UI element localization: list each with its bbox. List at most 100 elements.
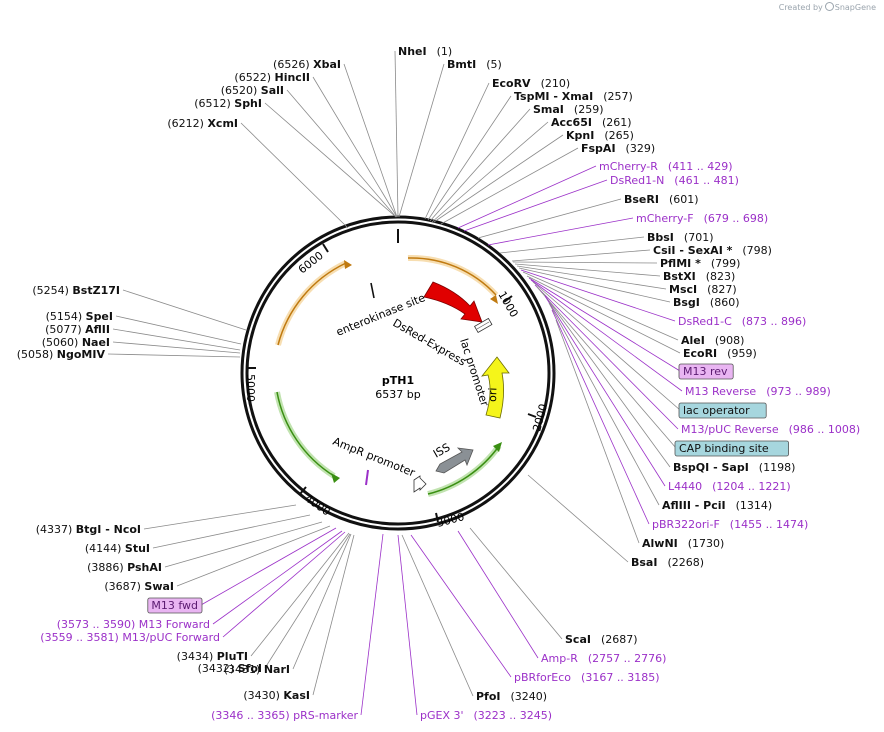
label-extra: - XmaI [550, 90, 594, 103]
label-name: M13/pUC Reverse [681, 423, 779, 436]
leader-line [152, 514, 311, 549]
label-name: PluTI [217, 650, 248, 663]
label-position: (3240) [511, 690, 548, 703]
leader-line [457, 530, 539, 659]
leader-line [536, 286, 677, 449]
label-position: (257) [603, 90, 633, 103]
label-position: (1198) [759, 461, 796, 474]
ampr-promoter-feature [413, 475, 427, 493]
site-label-site: SmaI(259) [533, 103, 604, 116]
label-name: CsiI [653, 244, 675, 257]
tick-3000 [435, 512, 439, 523]
label-name: NaeI [82, 336, 110, 349]
site-label-primer: DsRed1-N(461 .. 481) [610, 174, 739, 187]
leader-line [312, 534, 355, 696]
leader-line [522, 271, 679, 341]
label-name: pRS-marker [293, 709, 358, 722]
site-label-site: BstXI (823) [663, 270, 735, 283]
leader-line [112, 328, 241, 351]
label-name: BsaI [631, 556, 657, 569]
leader-line [312, 76, 398, 218]
label-position: (5077) [45, 323, 85, 336]
label-name: pBR322ori-F [652, 518, 720, 531]
label-position: (3167 .. 3185) [581, 671, 660, 684]
leader-line [551, 309, 650, 525]
label-position: (210) [541, 77, 571, 90]
label-position: (265) [604, 129, 634, 142]
label-name: FspAI [581, 142, 616, 155]
leader-line [528, 277, 681, 372]
leader-line [477, 198, 622, 239]
label-position: (1314) [736, 499, 773, 512]
site-label-primer: DsRed1-C(873 .. 896) [678, 315, 806, 328]
dsred-label: DsRed-Express [391, 316, 469, 368]
label-name: BstXI [663, 270, 696, 283]
cds-top-right [407, 257, 497, 296]
label-position: (1204 .. 1221) [712, 480, 791, 493]
label-name: PfoI [476, 690, 501, 703]
primer-badge [678, 363, 734, 380]
site-label-primer: (3559 .. 3581) M13/pUC Forward [40, 631, 220, 644]
site-label-primerbox: M13 fwd [151, 599, 198, 612]
site-label-site: NheI(1) [398, 45, 452, 58]
site-label-site: (3434) PluTI [177, 650, 248, 663]
site-label-primer: pBRforEco(3167 .. 3185) [514, 671, 660, 684]
leader-line [514, 263, 661, 277]
leader-line [143, 504, 297, 530]
label-name: AflII [85, 323, 110, 336]
label-position: (6522) [234, 71, 274, 84]
site-label-site: TspMI - XmaI (257) [514, 90, 633, 103]
label-position: (823) [706, 270, 736, 283]
site-label-primer: M13 Reverse(973 .. 989) [685, 385, 831, 398]
leader-line [440, 147, 579, 225]
label-extra: - SapI [709, 461, 749, 474]
ampr-promoter-label: AmpR promoter [331, 435, 417, 480]
feature-badge [678, 402, 767, 419]
label-name: MscI [669, 283, 697, 296]
leader-line [518, 267, 671, 303]
leader-line [487, 217, 634, 246]
label-name: TspMI [514, 90, 550, 103]
site-label-site: BsaI(2268) [631, 556, 704, 569]
site-label-site: AflIII - PciI(1314) [662, 499, 772, 512]
label-position: (3432) [198, 662, 238, 675]
label-name: BsgI [673, 296, 700, 309]
leader-line [548, 302, 660, 506]
leader-line [264, 102, 397, 218]
site-label-site: (5154) SpeI [46, 310, 113, 323]
label-name: SalI [261, 84, 284, 97]
label-name: NarI [264, 663, 290, 676]
label-position: (4337) [36, 523, 76, 536]
site-label-site: (4337) BtgI - NcoI [36, 523, 141, 536]
label-position: (5060) [42, 336, 82, 349]
label-name: mCherry-R [599, 160, 658, 173]
site-label-site: (6520) SalI [221, 84, 284, 97]
site-label-site: BmtI(5) [447, 58, 502, 71]
cds-left [276, 391, 335, 477]
site-label-site: EcoRI(959) [683, 347, 757, 360]
site-label-site: (6512) SphI [194, 97, 262, 110]
leader-line [410, 534, 512, 678]
cds-left-arrow [331, 473, 340, 483]
label-position: (5) [486, 58, 502, 71]
label-name: SmaI [533, 103, 564, 116]
iss-label: ISS [431, 441, 452, 461]
label-position: (5058) [17, 348, 57, 361]
label-position: (798) [742, 244, 772, 257]
label-name: XcmI [207, 117, 238, 130]
site-label-site: PflMI *(799) [660, 257, 740, 270]
label-position: (3886) [87, 561, 127, 574]
leader-line [429, 108, 531, 222]
site-label-site: (3431) NarI [224, 663, 290, 676]
label-name: BstZ17I [72, 284, 120, 297]
label-position: (329) [626, 142, 656, 155]
dsred-express-feature [423, 281, 483, 323]
label-position: (873 .. 896) [742, 315, 807, 328]
site-label-primer: (3573 .. 3590) M13 Forward [57, 618, 210, 631]
credit-app: SnapGene [834, 3, 876, 12]
label-name: Acc65I [551, 116, 592, 129]
leader-line [394, 50, 399, 218]
backbone-inner-strand [245, 220, 551, 526]
site-label-primer: (3346 .. 3365) pRS-marker [211, 709, 358, 722]
